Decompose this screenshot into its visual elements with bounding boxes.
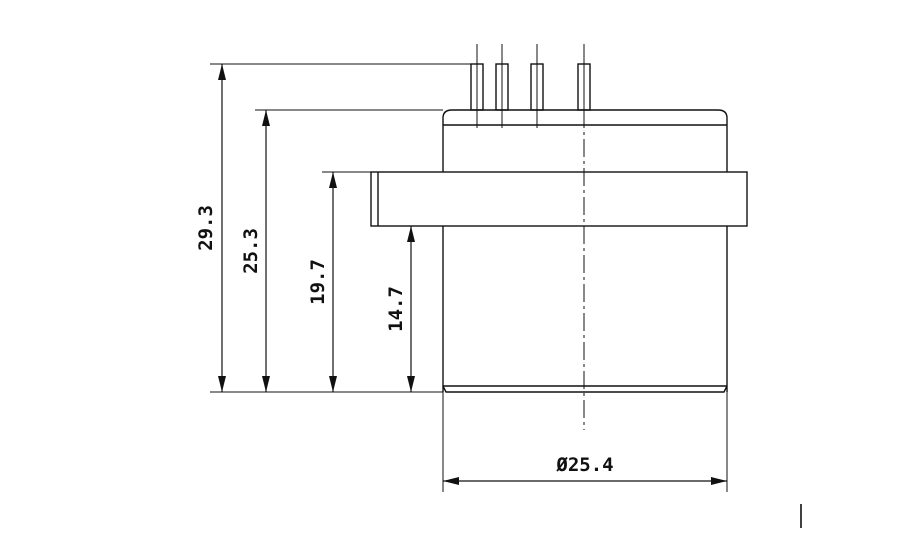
dimension-lines (221, 64, 727, 482)
dim-label-diameter: Ø25.4 (555, 454, 613, 476)
arrowheads (218, 64, 727, 485)
dim-label-body-height: 25.3 (240, 228, 262, 274)
pins (470, 44, 591, 128)
dim-label-flange-top-height: 19.7 (307, 259, 329, 305)
dim-label-total-height: 29.3 (195, 205, 217, 251)
dim-label-flange-bottom-height: 14.7 (385, 286, 407, 332)
flange (370, 171, 748, 227)
sensor-body (442, 109, 728, 393)
extension-lines (210, 63, 728, 492)
